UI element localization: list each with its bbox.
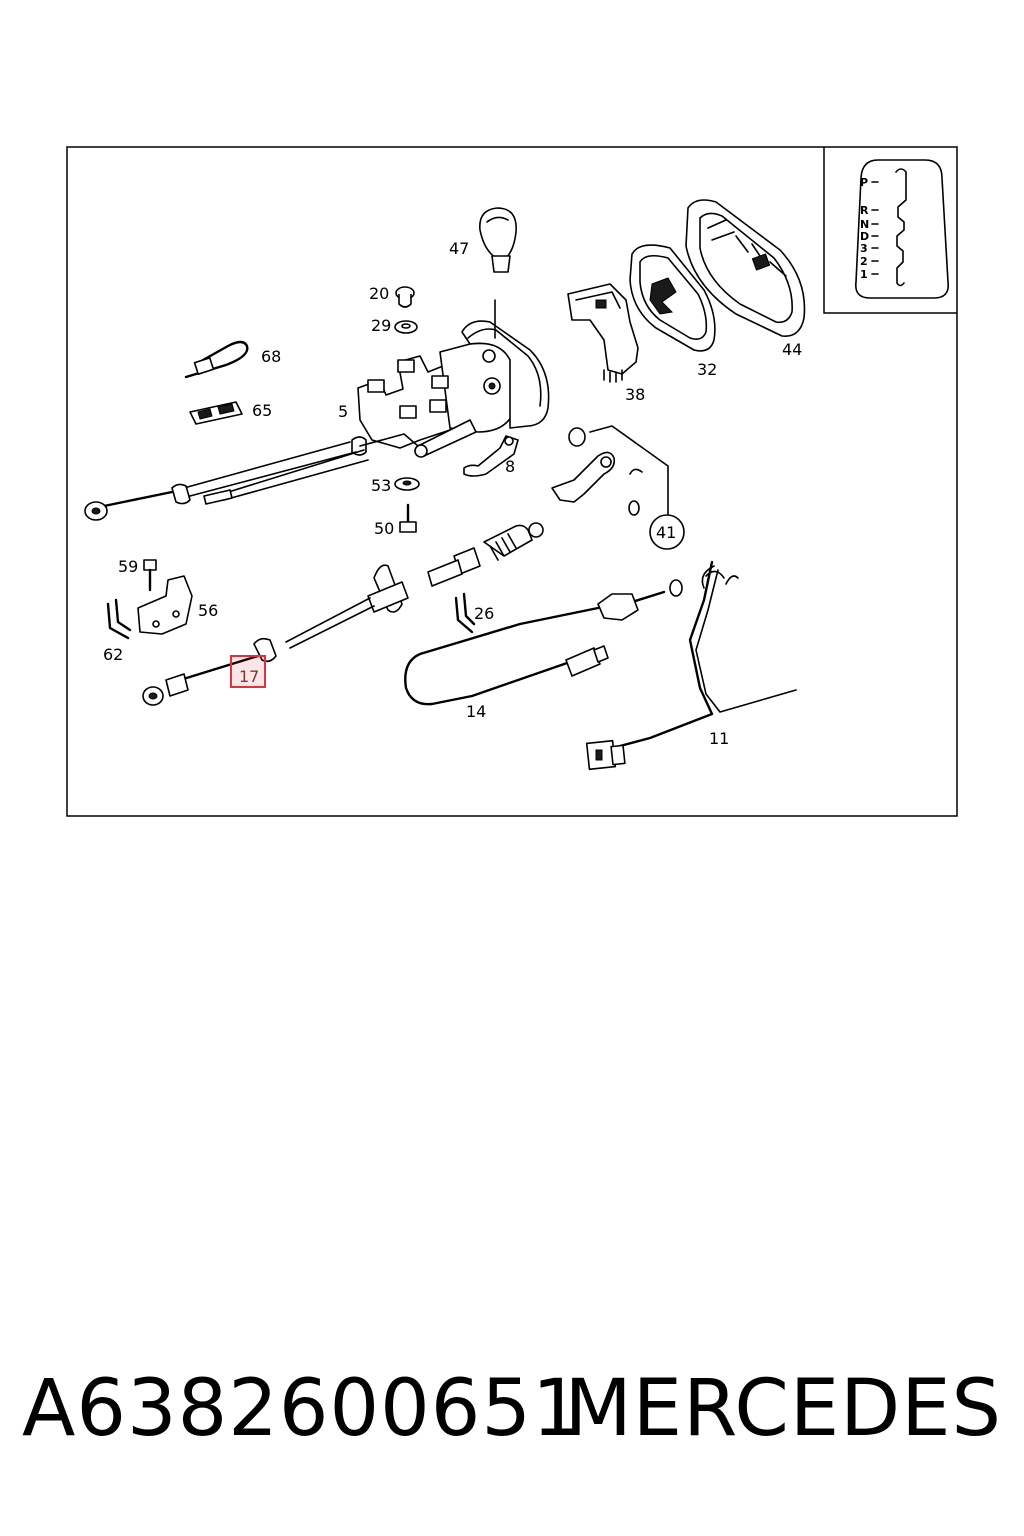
- part-59-bolt[interactable]: [143, 559, 157, 592]
- label-17: 17: [239, 667, 259, 686]
- gate-position-n: N: [860, 218, 869, 231]
- part-29-ring[interactable]: [394, 320, 418, 334]
- gate-slot: [895, 168, 907, 287]
- gate-position-3: 3: [860, 242, 868, 255]
- gate-position-p: P: [860, 176, 868, 189]
- part-17-selector-cable[interactable]: [142, 522, 544, 706]
- part-5-shifter-housing[interactable]: [351, 299, 550, 458]
- label-32: 32: [697, 360, 717, 379]
- part-41-linkage[interactable]: [551, 425, 685, 550]
- label-59: 59: [118, 557, 138, 576]
- part-38-switch[interactable]: [567, 283, 639, 383]
- part-26-clip[interactable]: [454, 592, 476, 634]
- part-11-wiring-harness[interactable]: [585, 560, 797, 771]
- label-11: 11: [709, 729, 729, 748]
- shift-gate-inset: P R N D 3 2 1: [823, 147, 957, 314]
- label-68: 68: [261, 347, 281, 366]
- gate-position-d: D: [860, 230, 869, 243]
- part-56-bracket[interactable]: [137, 575, 193, 635]
- part-14-cable[interactable]: [404, 579, 683, 706]
- gate-position-2: 2: [860, 255, 868, 268]
- label-5: 5: [338, 402, 348, 421]
- label-26: 26: [474, 604, 494, 623]
- label-47: 47: [449, 239, 469, 258]
- label-14: 14: [466, 702, 486, 721]
- diagram-frame: [66, 146, 958, 817]
- shift-linkage-rods: [84, 441, 369, 521]
- gate-plate: [854, 159, 950, 299]
- part-53-washer[interactable]: [394, 477, 420, 491]
- brand-caption: MERCEDES: [564, 1364, 1002, 1454]
- label-20: 20: [369, 284, 389, 303]
- label-53: 53: [371, 476, 391, 495]
- part-20-grommet[interactable]: [395, 286, 415, 308]
- part-50-bolt[interactable]: [399, 503, 417, 533]
- label-44: 44: [782, 340, 802, 359]
- label-56: 56: [198, 601, 218, 620]
- gate-position-1: 1: [860, 268, 868, 281]
- part-44-trim-frame[interactable]: [685, 199, 806, 337]
- part-62-spring-clip[interactable]: [106, 598, 132, 640]
- part-8-lever[interactable]: [463, 435, 519, 477]
- part-65-clip[interactable]: [189, 401, 243, 425]
- label-8: 8: [505, 457, 515, 476]
- part-number-caption: A6382600651: [22, 1364, 583, 1454]
- label-41: 41: [656, 523, 676, 542]
- label-50: 50: [374, 519, 394, 538]
- part-47-shift-knob[interactable]: [479, 207, 517, 273]
- highlight-box: [230, 655, 266, 688]
- label-38: 38: [625, 385, 645, 404]
- part-32-cover[interactable]: [629, 244, 716, 352]
- label-62: 62: [103, 645, 123, 664]
- part-68-cable-tie[interactable]: [184, 340, 249, 379]
- label-65: 65: [252, 401, 272, 420]
- highlight-callout-17[interactable]: 17: [230, 655, 266, 688]
- label-29: 29: [371, 316, 391, 335]
- gate-position-r: R: [860, 204, 869, 217]
